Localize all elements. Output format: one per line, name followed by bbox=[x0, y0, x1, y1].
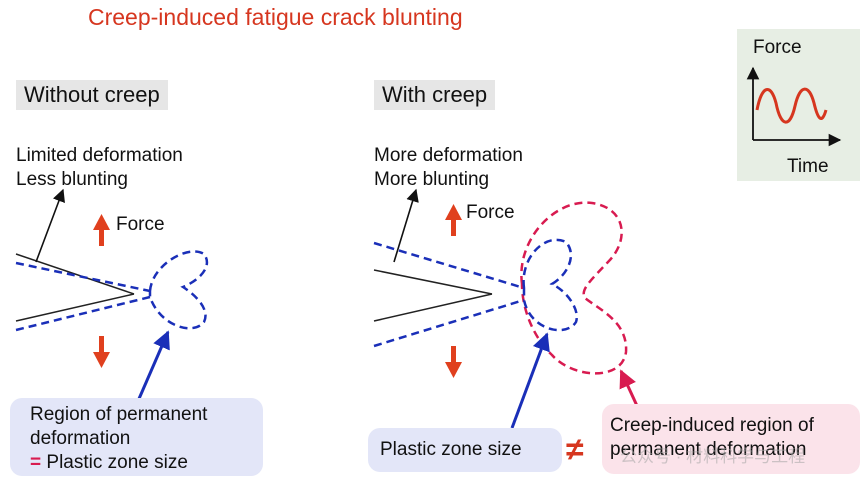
left-note-pointer bbox=[35, 188, 65, 263]
right-note-pointer bbox=[393, 188, 419, 263]
with-creep-header: With creep bbox=[374, 80, 496, 110]
without-creep-header: Without creep bbox=[16, 80, 168, 110]
left-region-line1: Region of permanent bbox=[30, 404, 208, 425]
left-note-line2: Less blunting bbox=[16, 169, 128, 190]
right-note: More deformation More blunting bbox=[374, 144, 523, 192]
watermark: 公众号 · 材料科学与工程 bbox=[620, 447, 806, 466]
inset-force-label: Force bbox=[753, 37, 802, 58]
left-note-line1: Limited deformation bbox=[16, 145, 183, 166]
right-note-line1: More deformation bbox=[374, 145, 523, 166]
down-arrow-icon bbox=[93, 336, 110, 368]
right-plastic-label: Plastic zone size bbox=[380, 439, 522, 460]
left-region-line2: deformation bbox=[30, 428, 131, 449]
creep-zone-pointer bbox=[619, 369, 640, 409]
right-force-label: Force bbox=[466, 202, 515, 223]
not-equal-sign: ≠ bbox=[566, 431, 584, 467]
left-note: Limited deformation Less blunting bbox=[16, 144, 183, 192]
up-arrow-icon bbox=[445, 204, 462, 236]
right-zone-pointer bbox=[510, 332, 550, 429]
up-arrow-icon bbox=[93, 214, 110, 246]
right-plastic-box: Plastic zone size bbox=[368, 428, 562, 472]
inset-time-label: Time bbox=[787, 156, 829, 177]
left-force-label: Force bbox=[116, 214, 165, 235]
inset-axes bbox=[746, 66, 842, 147]
diagram-title: Creep-induced fatigue crack blunting bbox=[88, 4, 463, 30]
left-plastic-zone bbox=[15, 250, 209, 332]
creep-region-line1: Creep-induced region of bbox=[610, 415, 814, 436]
down-arrow-icon bbox=[445, 346, 462, 378]
right-plastic-zone bbox=[373, 238, 579, 348]
equals-sign: = bbox=[30, 452, 42, 473]
left-region-box: Region of permanent deformation = Plasti… bbox=[10, 398, 263, 476]
left-region-line3: = Plastic zone size bbox=[30, 451, 188, 475]
sine-wave-icon bbox=[755, 87, 828, 124]
right-creep-zone bbox=[520, 201, 628, 375]
left-region-line3-text: Plastic zone size bbox=[46, 452, 188, 473]
right-note-line2: More blunting bbox=[374, 169, 490, 190]
left-crack bbox=[15, 253, 135, 322]
creep-region-line2: permanent deformation bbox=[610, 439, 807, 460]
left-zone-pointer bbox=[133, 330, 170, 409]
creep-region-box: Creep-induced region of permanent deform… bbox=[602, 404, 860, 474]
right-crack bbox=[373, 269, 493, 322]
